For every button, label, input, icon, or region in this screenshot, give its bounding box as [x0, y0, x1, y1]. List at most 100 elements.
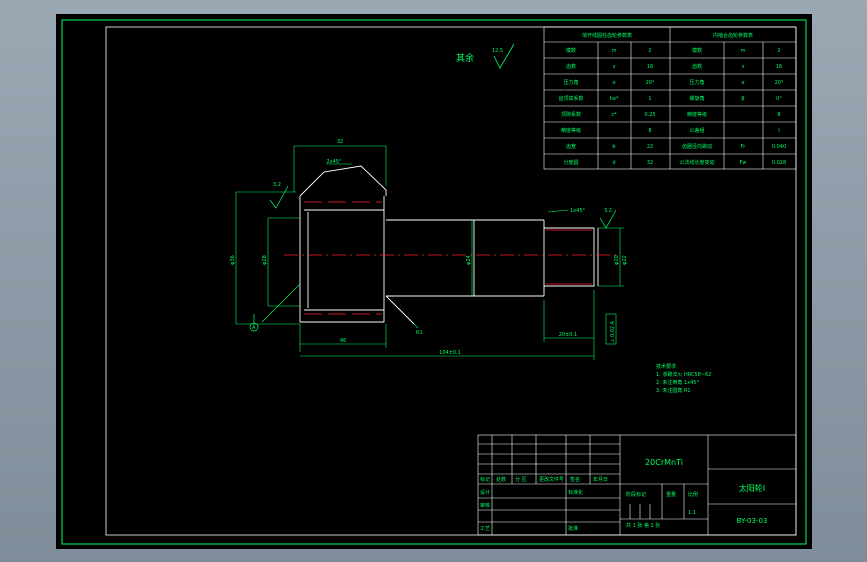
table-cell: c* [611, 112, 617, 118]
table-cell: α [741, 80, 745, 86]
table-cell: 0.25 [644, 112, 655, 118]
table-cell: 齿顶高系数 [558, 95, 583, 102]
chamfer-right-label: 1x45° [570, 208, 586, 214]
left-table-rows: 模数 m 2 齿数 z 16 压力角 α 20° 齿顶高系数 ha* 1 顶隙系数 c* 0.25 精度等级 8… [558, 47, 655, 166]
table-cell: Fr [741, 144, 747, 150]
datum-marker [249, 314, 259, 332]
table-cell: m [741, 48, 746, 54]
left-table-header: 渐开线圆柱齿轮参数表 [582, 32, 632, 39]
dim-inner-dia: φ20 [614, 255, 620, 265]
dimension-lines [235, 145, 624, 360]
note-item: 3. 未注圆角 R1 [656, 387, 691, 394]
tolerance-frame [605, 313, 617, 345]
table-cell: 0° [776, 96, 782, 102]
table-cell: b [612, 144, 615, 150]
roughness-right-value: 3.2 [604, 208, 612, 214]
title-cell-review: 审核 [480, 502, 490, 509]
title-cell-standard: 标准化 [568, 489, 583, 496]
note-item: 1. 渗碳淬火 HRC58~62 [656, 371, 711, 378]
dim-right-dia: φ22 [622, 255, 628, 265]
scale-value: 1:1 [688, 510, 696, 516]
dim-left-length: 46 [340, 338, 346, 344]
dim-top-width: 32 [337, 139, 343, 145]
notes-title: 技术要求 [656, 363, 676, 370]
table-cell: α [612, 80, 616, 86]
table-cell: m [612, 48, 617, 54]
scale-label: 比例 [688, 491, 698, 498]
drawing-number: BY-03-03 [737, 517, 768, 525]
table-cell: z [613, 64, 616, 70]
dim-mid-dia: φ24 [466, 255, 472, 265]
table-cell: 精度等级 [561, 127, 581, 134]
table-cell: 公法线长度变动 [679, 159, 714, 166]
title-cell-zone: 分 区 [515, 476, 527, 483]
datum-label: A [252, 325, 256, 331]
table-cell: 顶隙系数 [561, 111, 581, 118]
table-cell: Ⅰ [778, 128, 779, 134]
table-cell: 22 [647, 144, 653, 150]
table-cell: ha* [610, 96, 619, 102]
table-cell: 20° [775, 80, 784, 86]
weight-label: 重量 [666, 491, 676, 498]
material-label: 20CrMnTi [645, 458, 683, 467]
table-cell: 20° [646, 80, 655, 86]
table-cell: 齿圈径向跳动 [682, 143, 712, 150]
table-cell: 分度圆 [563, 159, 578, 166]
table-cell: d [612, 160, 615, 166]
inner-frame [105, 26, 797, 536]
stage-label: 阶段标记 [626, 491, 646, 498]
rest-label: 其余 [456, 52, 474, 64]
radius-label: R1 [416, 330, 423, 336]
dim-outer-dia: φ36 [230, 255, 236, 265]
table-cell: 0.040 [772, 144, 786, 150]
roughness-symbols [269, 185, 617, 229]
title-cell-sign: 签名 [570, 476, 580, 483]
table-cell: 压力角 [563, 79, 578, 86]
table-cell: 16 [647, 64, 653, 70]
table-cell: β [741, 96, 744, 102]
sheet-label: 共 1 张 第 1 张 [626, 522, 660, 529]
title-cell-approve: 批准 [568, 525, 578, 532]
table-cell: 压力角 [689, 79, 704, 86]
part-outline [299, 165, 599, 325]
table-cell: 齿数 [692, 63, 702, 70]
table-cell: 齿宽 [566, 143, 576, 150]
table-cell: 8 [777, 112, 780, 118]
table-cell: z [742, 64, 745, 70]
gear-parameter-tables [543, 26, 797, 170]
table-cell: 公差组 [689, 127, 704, 134]
table-cell: 1 [648, 96, 651, 102]
title-cell-process: 工艺 [480, 526, 490, 532]
table-cell: 模数 [566, 47, 576, 54]
table-cell: 精度等级 [687, 111, 707, 118]
table-cell: 2 [777, 48, 780, 54]
right-table-header: 内啮合齿轮参数表 [713, 32, 753, 39]
table-cell: 螺旋角 [689, 95, 704, 102]
table-cell: 0.028 [772, 160, 786, 166]
title-cell-mark: 标记 [480, 476, 490, 483]
rest-roughness-symbol [493, 43, 515, 69]
dim-root-dia: φ28 [262, 255, 268, 265]
table-cell: 8 [648, 128, 651, 134]
title-cell-count: 处数 [496, 476, 506, 483]
center-lines [284, 201, 616, 315]
table-cell: 16 [776, 64, 782, 70]
rest-roughness-value: 12.5 [492, 48, 503, 54]
title-cell-design: 设计 [480, 489, 490, 496]
title-cell-change: 更改文件号 [539, 476, 564, 483]
tolerance-frame-text: ⊥ 0.02 A [610, 320, 616, 343]
table-cell: 2 [648, 48, 651, 54]
title-cell-date: 年月日 [593, 476, 608, 483]
roughness-left-value: 3.2 [273, 182, 281, 188]
dim-total-length: 104±0.1 [439, 350, 461, 356]
table-cell: 32 [647, 160, 653, 166]
table-cell: Fw [740, 160, 747, 166]
table-cell: 齿数 [566, 63, 576, 70]
outer-frame [61, 19, 807, 545]
dim-spline-length: 20±0.1 [559, 332, 578, 338]
title-block-grid [477, 434, 797, 536]
note-item: 2. 未注倒角 1x45° [656, 379, 699, 386]
